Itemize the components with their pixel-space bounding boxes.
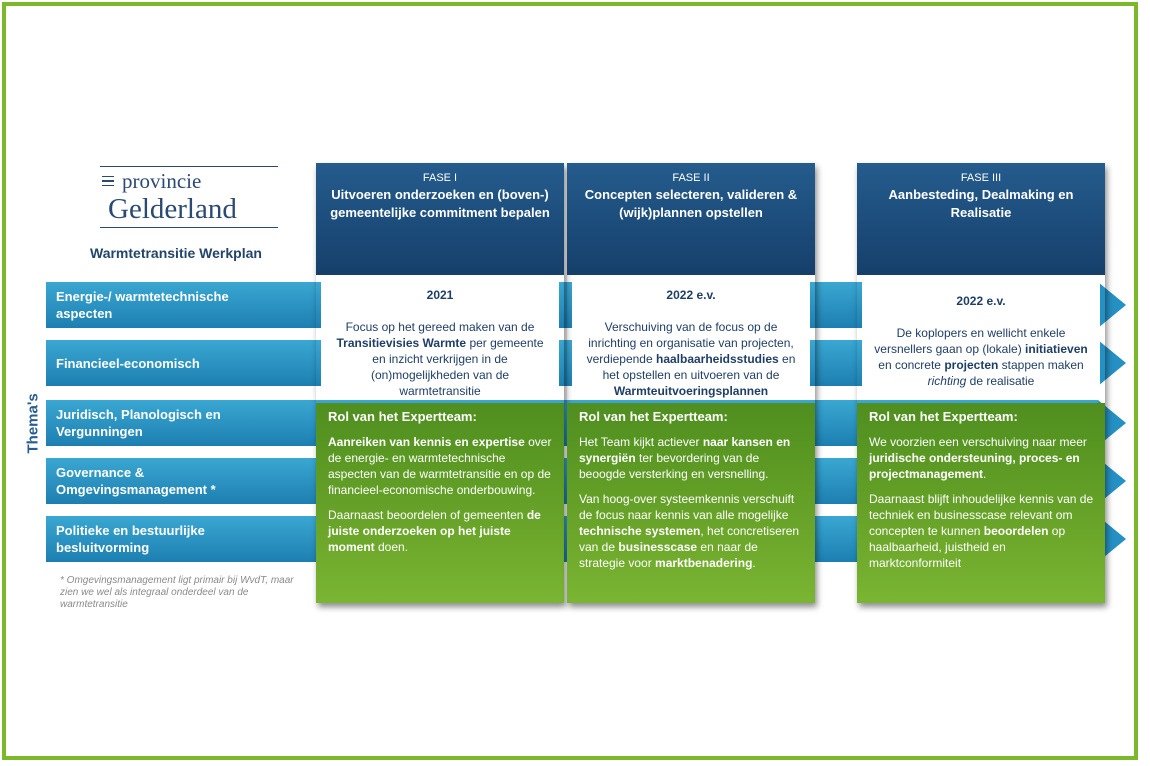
- phase-header: FASE I Uitvoeren onderzoeken en (boven-) …: [316, 163, 564, 275]
- phase-title: Aanbesteding, Dealmaking en Realisatie: [888, 187, 1074, 220]
- phase-focus-box: 2022 e.v. Verschuiving van de focus op de…: [572, 277, 810, 399]
- phase-number: FASE I: [422, 172, 458, 184]
- phase-title: Concepten selecteren, valideren & (wijk)…: [584, 187, 798, 220]
- expertteam-paragraph: Aanreiken van kennis en expertise over d…: [328, 435, 552, 497]
- arrow-head-icon: [1098, 282, 1126, 328]
- theme-label: Energie-/ warmtetechnische aspecten: [56, 289, 229, 321]
- expertteam-title: Rol van het Expertteam:: [869, 409, 1018, 424]
- phase-number: FASE II: [672, 172, 710, 184]
- expertteam-box: Rol van het Expertteam: Aanreiken van ken…: [316, 403, 564, 603]
- logo-top-rule: [100, 166, 278, 167]
- phase-focus-box: 2022 e.v. De koplopers en wellicht enkele…: [862, 277, 1100, 399]
- expertteam-paragraph: We voorzien een verschuiving naar meer j…: [869, 435, 1087, 481]
- logo-line2: Gelderland: [108, 193, 237, 225]
- theme-label: Politieke en bestuurlijke besluitvorming: [56, 523, 205, 555]
- phase-number: FASE III: [960, 172, 1002, 184]
- phase-column: FASE II Concepten selecteren, valideren &…: [567, 163, 815, 603]
- phase-header: FASE II Concepten selecteren, valideren &…: [567, 163, 815, 275]
- logo-line1: provincie: [122, 169, 202, 193]
- expertteam-title: Rol van het Expertteam:: [328, 409, 477, 424]
- phase-year: 2021: [426, 288, 454, 302]
- phase-year: 2022 e.v.: [956, 294, 1006, 308]
- phase-focus-text: Focus op het gereed maken van de Transit…: [336, 320, 544, 398]
- phase-column: FASE III Aanbesteding, Dealmaking en Real…: [857, 163, 1105, 603]
- arrow-head-icon: [1098, 340, 1126, 386]
- phase-title: Uitvoeren onderzoeken en (boven-) gemeen…: [330, 187, 550, 220]
- phase-focus-text: De koplopers en wellicht enkele versnell…: [874, 326, 1088, 388]
- expertteam-title: Rol van het Expertteam:: [579, 409, 728, 424]
- logo-lines-icon: [102, 175, 114, 187]
- phase-year: 2022 e.v.: [666, 288, 716, 302]
- expertteam-paragraph: Van hoog-over systeemkennis verschuift d…: [579, 492, 800, 570]
- page-frame: [2, 2, 1138, 760]
- plan-subtitle: Warmtetransitie Werkplan: [90, 245, 262, 261]
- phase-column: FASE I Uitvoeren onderzoeken en (boven-) …: [316, 163, 564, 603]
- theme-label: Juridisch, Planologisch en Vergunningen: [56, 407, 221, 439]
- logo-line1-row: provincie: [100, 169, 280, 193]
- theme-label: Financieel-economisch: [56, 355, 200, 371]
- phase-focus-text: Verschuiving van de focus op de inrichti…: [586, 320, 796, 398]
- provincie-gelderland-logo: provincie Gelderland: [100, 166, 280, 228]
- logo-bottom-rule: [100, 227, 278, 228]
- phase-header: FASE III Aanbesteding, Dealmaking en Real…: [857, 163, 1105, 275]
- expertteam-paragraph: Daarnaast beoordelen of gemeenten de jui…: [328, 508, 541, 554]
- expertteam-box: Rol van het Expertteam: Het Team kijkt ac…: [567, 403, 815, 603]
- theme-label: Governance & Omgevingsmanagement *: [56, 465, 216, 497]
- expertteam-paragraph: Het Team kijkt actiever naar kansen en s…: [579, 435, 791, 481]
- footnote: * Omgevingsmanagement ligt primair bij W…: [60, 575, 294, 610]
- expertteam-paragraph: Daarnaast blijft inhoudelijke kennis van…: [869, 492, 1094, 570]
- themes-vertical-label: Thema's: [24, 393, 42, 454]
- expertteam-box: Rol van het Expertteam: We voorzien een v…: [857, 403, 1105, 603]
